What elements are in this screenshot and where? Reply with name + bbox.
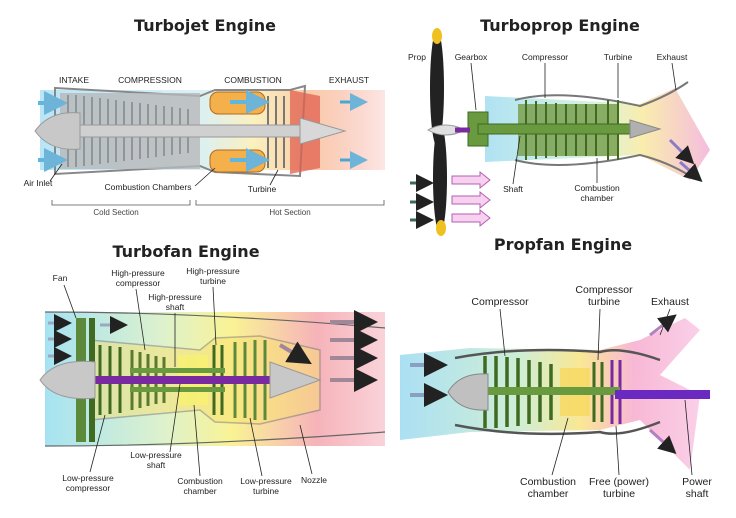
label-combustion-2: chamber: [528, 488, 569, 500]
label-turbine: Turbine: [604, 52, 633, 62]
turbofan-spinner: [39, 360, 96, 400]
label-lp-turbine-2: turbine: [253, 486, 279, 496]
label-hp-shaft-2: shaft: [166, 302, 185, 312]
turbojet-tailcone: [299, 117, 347, 145]
turboprop-panel: Turboprop Engine: [408, 16, 710, 236]
label-fan: Fan: [53, 273, 68, 283]
propfan-power-shaft: [615, 390, 710, 399]
label-power-shaft-2: shaft: [686, 488, 709, 500]
label-cold-section: Cold Section: [93, 208, 138, 217]
stage-compression: COMPRESSION: [118, 75, 182, 85]
label-combustion-1: Combustion: [177, 476, 223, 486]
turbofan-exhaust-arrows: [278, 310, 378, 392]
label-chamber: chamber: [580, 193, 613, 203]
turbojet-title: Turbojet Engine: [134, 16, 276, 35]
label-air-inlet: Air Inlet: [24, 178, 53, 188]
label-hp-shaft-1: High-pressure: [148, 292, 202, 302]
stage-exhaust: EXHAUST: [329, 75, 369, 85]
label-lp-turbine-1: Low-pressure: [240, 476, 292, 486]
propeller-blade-top: [430, 30, 444, 146]
label-lp-shaft-1: Low-pressure: [130, 450, 182, 460]
propfan-exhaust-arrows: [648, 314, 677, 455]
turbofan-panel: Turbofan Engine: [39, 242, 386, 496]
hot-section-bracket: [195, 200, 385, 206]
label-shaft: Shaft: [503, 184, 523, 194]
turbofan-title: Turbofan Engine: [112, 242, 259, 261]
label-hp-turbine-1: High-pressure: [186, 266, 240, 276]
propfan-panel: Propfan Engine: [400, 235, 712, 500]
label-nozzle: Nozzle: [301, 475, 327, 485]
stage-combustion: COMBUSTION: [224, 75, 282, 85]
turbofan-intake-arrows: [48, 314, 128, 365]
turboprop-tailcone: [629, 119, 662, 139]
turboprop-title: Turboprop Engine: [480, 16, 640, 35]
turboprop-push-arrows: [451, 170, 491, 228]
label-combustion-1: Combustion: [520, 476, 576, 488]
turbofan-tailcone: [269, 361, 322, 399]
turboprop-intake-arrows: [410, 174, 434, 229]
label-compressor-turbine-2: turbine: [588, 296, 620, 308]
stage-intake: INTAKE: [59, 75, 89, 85]
label-exhaust: Exhaust: [657, 52, 688, 62]
label-power-shaft-1: Power: [682, 476, 712, 488]
label-gearbox: Gearbox: [455, 52, 488, 62]
label-exhaust: Exhaust: [651, 296, 689, 308]
label-free-turbine-2: turbine: [603, 488, 635, 500]
label-lp-compressor-1: Low-pressure: [62, 473, 114, 483]
turbojet-shaft: [79, 124, 311, 138]
propfan-intake-arrows: [410, 353, 448, 407]
propfan-core-shaft: [470, 387, 620, 395]
label-compressor: Compressor: [471, 296, 529, 308]
turbojet-panel: Turbojet Engine INTAKE COMPRESSION COMBU…: [24, 16, 385, 217]
turbofan-hp-shaft: [130, 368, 225, 373]
turbofan-lp-shaft: [95, 376, 275, 384]
label-combustion-chambers: Combustion Chambers: [105, 182, 192, 192]
label-hot-section: Hot Section: [269, 208, 310, 217]
label-lp-compressor-2: compressor: [66, 483, 111, 493]
label-turbine: Turbine: [248, 184, 277, 194]
label-hp-turbine-2: turbine: [200, 276, 226, 286]
label-hp-compressor-1: High-pressure: [111, 268, 165, 278]
label-prop: Prop: [408, 52, 426, 62]
cold-section-bracket: [51, 200, 191, 206]
label-compressor-turbine-1: Compressor: [575, 284, 633, 296]
label-combustion-2: chamber: [183, 486, 216, 496]
turboprop-shaft: [477, 123, 639, 135]
propfan-title: Propfan Engine: [494, 235, 632, 254]
label-combustion: Combustion: [574, 183, 620, 193]
turbojet-flow-arrows: [38, 90, 270, 172]
propfan-spinner: [447, 373, 489, 411]
propeller-blade-bottom: [433, 123, 447, 233]
label-lp-shaft-2: shaft: [147, 460, 166, 470]
label-compressor: Compressor: [522, 52, 568, 62]
label-free-turbine-1: Free (power): [589, 476, 649, 488]
label-hp-compressor-2: compressor: [116, 278, 161, 288]
